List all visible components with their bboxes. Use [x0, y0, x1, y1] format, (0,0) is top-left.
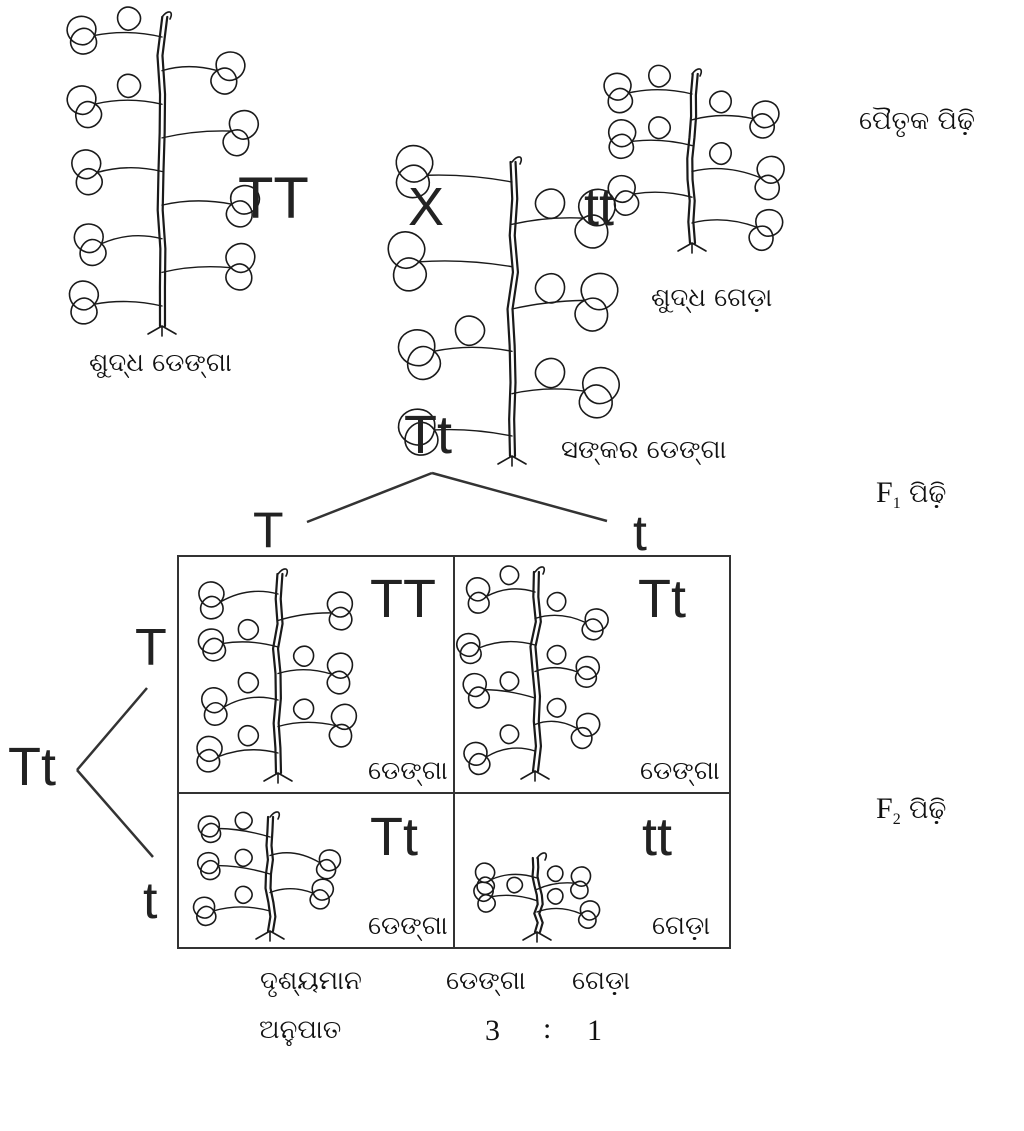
- gamete-top-right: t: [633, 505, 647, 561]
- f2-plant-tt-tall: [196, 568, 358, 784]
- gamete-line-left: [306, 471, 433, 524]
- gamete-top-left: T: [253, 502, 284, 558]
- ratio-row2-label: ଅନୁପାତ: [259, 1015, 342, 1045]
- right-parent-genotype: tt: [584, 177, 615, 237]
- left-parent-genotype: TT: [238, 166, 309, 231]
- f1-label: ସଙ୍କର ଡେଙ୍ଗା: [561, 435, 727, 465]
- gamete-side-bottom: t: [143, 872, 158, 930]
- ratio-dwarf-value: 1: [587, 1014, 602, 1047]
- dwarf-parent-plant: [603, 64, 785, 254]
- cell-3-genotype: Tt: [370, 807, 418, 867]
- ratio-row1-label: ଦୃଶ୍ୟମାନ: [260, 966, 362, 996]
- ratio-tall-label: ଡେଙ୍ଗା: [446, 966, 526, 996]
- cell-2-genotype: Tt: [638, 569, 686, 629]
- gamete-line-right: [431, 471, 608, 523]
- cell-3-phenotype: ଡେଙ୍ଗା: [368, 911, 448, 941]
- cross-symbol: X: [408, 177, 445, 237]
- ratio-separator: :: [543, 1012, 552, 1045]
- side-line-top: [76, 687, 148, 771]
- f2-plant-tt-hybrid-1: [456, 565, 609, 782]
- left-parent-label: ଶୁଦ୍ଧ ଡେଙ୍ଗା: [89, 348, 232, 378]
- f1-generation-label: F1 ପିଢ଼ି: [876, 478, 946, 512]
- f2-gen-prefix: F: [876, 792, 893, 825]
- right-parent-label: ଶୁଦ୍ଧ ଗେଡ଼ା: [651, 283, 773, 313]
- f2-generation-label: F2 ପିଢ଼ି: [876, 794, 946, 828]
- cell-1-phenotype: ଡେଙ୍ଗା: [368, 756, 448, 786]
- cell-1-genotype: TT: [370, 569, 436, 629]
- parental-generation-label: ପୈତୃକ ପିଢ଼ି: [859, 106, 975, 136]
- f1-gen-prefix: F: [876, 476, 893, 509]
- f1-genotype: Tt: [404, 405, 452, 465]
- f1-hybrid-plant: [387, 144, 620, 467]
- gamete-side-top: T: [135, 619, 167, 677]
- f2-gen-suffix: ପିଢ଼ି: [900, 795, 947, 825]
- side-parent-genotype: Tt: [8, 737, 56, 797]
- f1-gen-sub: 1: [892, 495, 901, 512]
- f2-plant-tt-hybrid-2: [192, 811, 342, 942]
- ratio-tall-value: 3: [485, 1014, 500, 1047]
- tall-parent-plant: [66, 6, 261, 337]
- cell-2-phenotype: ଡେଙ୍ଗା: [640, 756, 720, 786]
- cell-4-genotype: tt: [642, 807, 673, 867]
- side-line-bottom: [76, 769, 154, 858]
- ratio-dwarf-label: ଗେଡ଼ା: [572, 966, 631, 996]
- cell-4-phenotype: ଗେଡ଼ା: [652, 911, 711, 941]
- f2-gen-sub: 2: [892, 811, 901, 828]
- f1-gen-suffix: ପିଢ଼ି: [900, 479, 947, 509]
- f2-plant-dwarf: [473, 852, 601, 943]
